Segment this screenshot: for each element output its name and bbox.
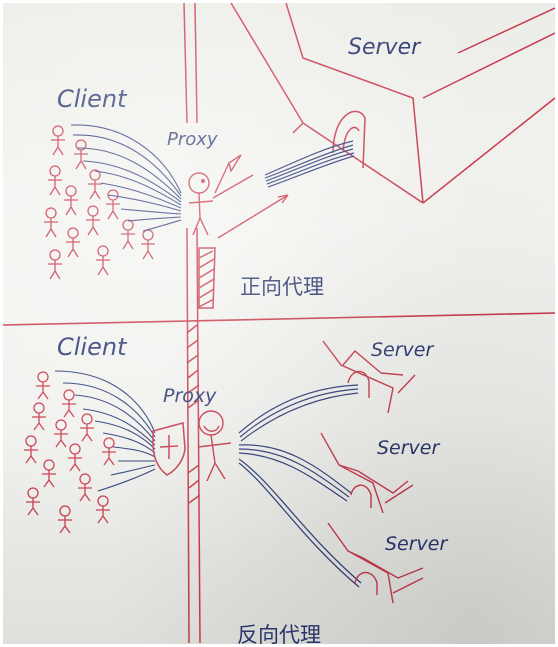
- reverse-proxy-label: Proxy: [163, 385, 217, 407]
- sketch-canvas: [3, 3, 555, 644]
- forward-server-building: [230, 3, 555, 204]
- forward-client-label: Client: [57, 85, 127, 113]
- reverse-client-label: Client: [57, 333, 127, 361]
- photo-frame: Server Client Proxy 正向代理 Client Proxy Se…: [3, 3, 555, 644]
- reverse-proxy-figure: [197, 410, 232, 482]
- forward-client-crowd: [44, 125, 155, 280]
- reverse-server-label-3: Server: [385, 533, 448, 555]
- reverse-caption: 反向代理: [237, 623, 321, 644]
- forward-server-label: Server: [348, 35, 421, 60]
- proxy-eye: [201, 179, 205, 183]
- reverse-server-label-2: Server: [377, 437, 440, 459]
- reverse-server-label-1: Server: [371, 339, 434, 361]
- firewall-wall: [183, 3, 216, 644]
- reverse-server-lines: [238, 384, 362, 588]
- shield-icon: [152, 422, 186, 476]
- forward-caption: 正向代理: [240, 275, 324, 299]
- forward-request-lines: [264, 140, 355, 188]
- reverse-client-crowd: [24, 371, 116, 534]
- reverse-server-buildings: [320, 340, 424, 604]
- forward-proxy-figure: [188, 154, 289, 239]
- forward-proxy-label: Proxy: [167, 129, 218, 150]
- section-divider: [3, 312, 555, 326]
- reverse-client-lines: [54, 370, 156, 492]
- forward-client-lines: [70, 124, 182, 232]
